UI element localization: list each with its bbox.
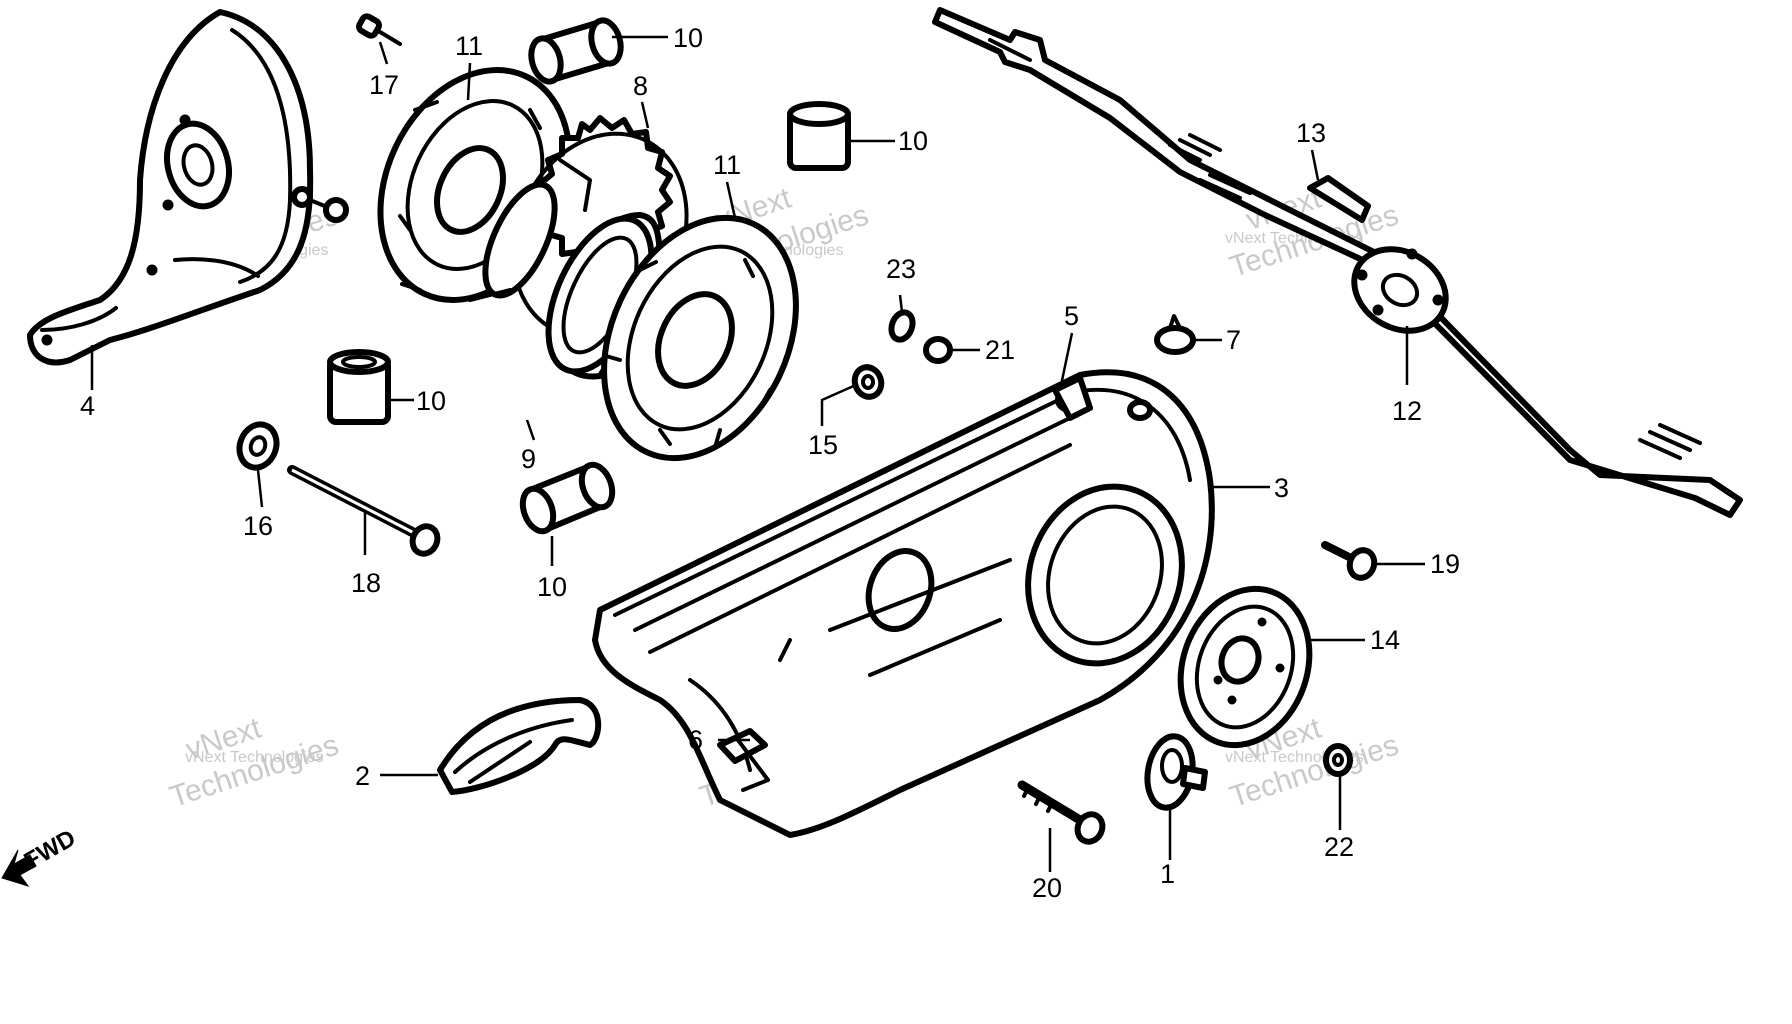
part-1-damper <box>1144 733 1208 811</box>
part-22-nut <box>1323 743 1353 777</box>
callout-10-left: 10 <box>416 386 446 416</box>
callout-15: 15 <box>808 430 838 460</box>
part-11-hub-plate-right <box>601 214 799 462</box>
part-10-collar-bottom <box>519 461 616 535</box>
callout-17: 17 <box>369 70 399 100</box>
part-17-pin <box>356 13 402 46</box>
callout-22: 22 <box>1324 832 1354 862</box>
part-2-chain-guide <box>437 697 602 795</box>
fwd-direction-marker: FWD <box>1 824 81 887</box>
callout-16: 16 <box>243 511 273 541</box>
part-5-boss <box>1052 375 1093 421</box>
callout-14: 14 <box>1370 625 1400 655</box>
part-13-key <box>1307 175 1371 223</box>
callout-10-top: 10 <box>673 23 703 53</box>
part-23-nut <box>888 309 916 343</box>
callout-10-right: 10 <box>898 126 928 156</box>
callout-11-right: 11 <box>713 150 741 180</box>
bolt-part-4 <box>291 186 349 223</box>
callout-21: 21 <box>985 335 1015 365</box>
part-20-bolt <box>1017 780 1106 845</box>
callout-10-bottom: 10 <box>537 572 567 602</box>
callout-20: 20 <box>1032 873 1062 903</box>
callout-2: 2 <box>355 761 370 791</box>
part-21-nut <box>923 336 953 364</box>
callout-11-left: 11 <box>455 31 483 61</box>
part-10-collar-left <box>327 349 391 425</box>
part-15-nut <box>851 364 885 400</box>
part-12-axle <box>932 7 1743 518</box>
part-10-collar-right <box>787 101 851 171</box>
part-4-brake-panel <box>27 9 314 366</box>
callout-1: 1 <box>1160 859 1175 889</box>
leader-lines <box>90 35 1425 872</box>
callout-8: 8 <box>633 71 648 101</box>
callout-4: 4 <box>80 391 95 421</box>
part-7-grommet <box>1154 314 1196 355</box>
fwd-label: FWD <box>20 824 81 875</box>
callout-13: 13 <box>1296 118 1326 148</box>
part-10-collar-top <box>528 17 624 85</box>
watermark-text: vNext Technologies <box>185 749 323 766</box>
callout-18: 18 <box>351 568 381 598</box>
callout-9: 9 <box>521 444 536 474</box>
callout-5: 5 <box>1064 301 1079 331</box>
part-14-disc <box>1177 585 1313 749</box>
part-19-bolt <box>1321 541 1378 581</box>
callout-7: 7 <box>1226 325 1241 355</box>
callout-23: 23 <box>886 254 916 284</box>
part-18-bolt <box>287 465 441 557</box>
callout-6: 6 <box>688 725 703 755</box>
part-3-chain-case <box>592 369 1215 838</box>
part-6-clip <box>717 728 770 792</box>
callout-12: 12 <box>1392 396 1422 426</box>
callout-19: 19 <box>1430 549 1460 579</box>
callout-3: 3 <box>1274 473 1289 503</box>
part-16-washer <box>236 421 280 471</box>
callout-labels: 4 17 11 10 8 10 11 10 9 16 18 10 23 21 1… <box>80 23 1460 903</box>
